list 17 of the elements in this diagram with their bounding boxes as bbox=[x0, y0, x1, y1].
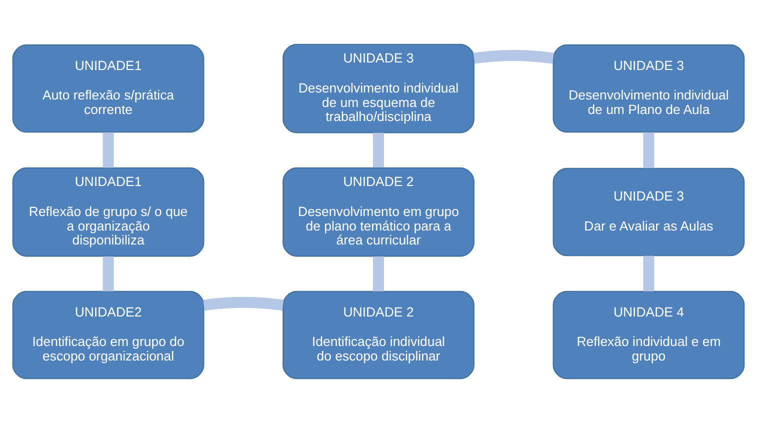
node-box: UNIDADE2 Identificação em grupo do escopo organizacional bbox=[12, 290, 204, 380]
node-box: UNIDADE 3 Desenvolvimento individual de um Plano de Aula bbox=[552, 44, 745, 133]
node-box: UNIDADE 3 Desenvolvimento individual de um esquema de trabalho/disciplina bbox=[282, 44, 474, 134]
connector bbox=[473, 50, 554, 64]
connector bbox=[643, 132, 654, 168]
node-box: UNIDADE1 Auto reflexão s/prática corrente bbox=[12, 44, 204, 133]
connector bbox=[372, 256, 384, 292]
connector bbox=[203, 296, 284, 311]
connector bbox=[643, 256, 654, 292]
connector bbox=[102, 256, 114, 292]
connector bbox=[102, 132, 114, 168]
node-box: UNIDADE 2 Desenvolvimento em grupo de plano temático para a área curricular bbox=[282, 167, 474, 257]
node-box: UNIDADE 4 Reflexão individual e em grupo bbox=[552, 290, 745, 380]
connector bbox=[372, 132, 384, 168]
node-box: UNIDADE 2 Identificação individual do escopo disciplinar bbox=[282, 290, 474, 380]
node-box: UNIDADE1 Reflexão de grupo s/ o que a organização disponibiliza bbox=[12, 167, 204, 257]
node-box: UNIDADE 3 Dar e Avaliar as Aulas bbox=[552, 168, 745, 256]
